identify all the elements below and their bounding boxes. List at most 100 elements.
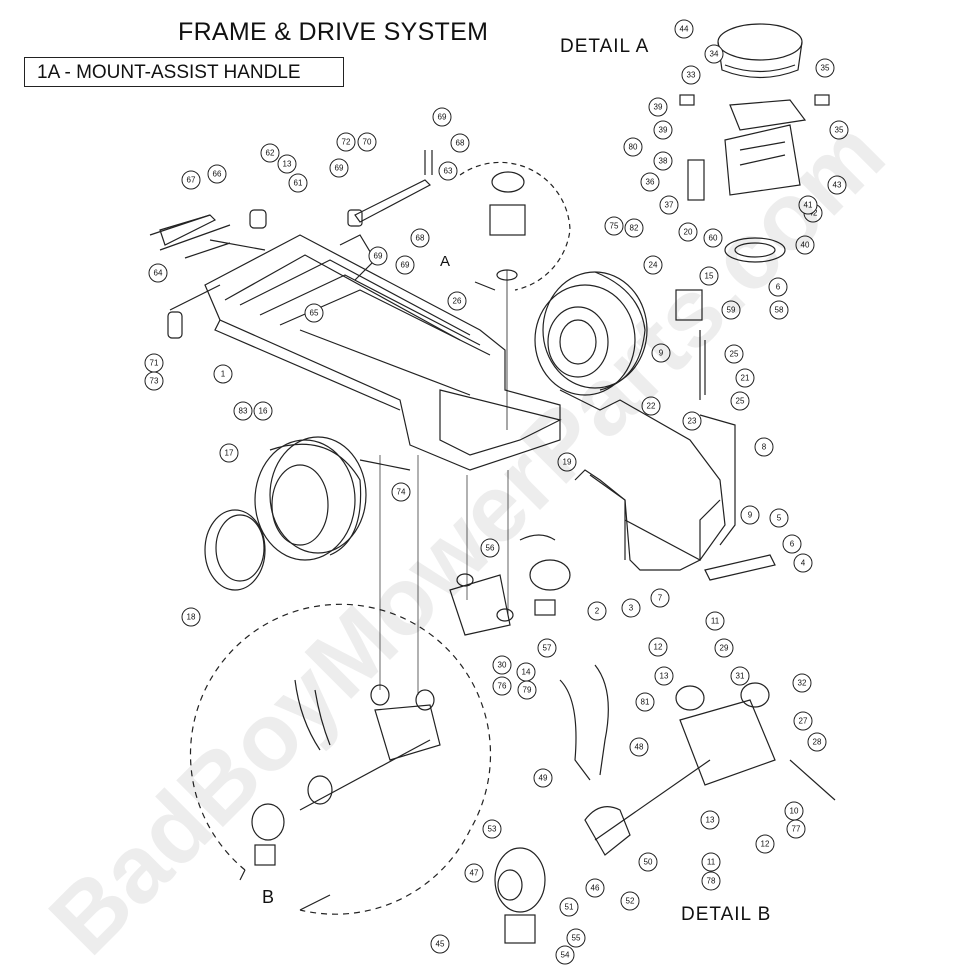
callout-circle (623, 137, 643, 157)
callout-4: 4 (793, 553, 813, 573)
callout-number: 79 (523, 686, 532, 695)
callout-circle (769, 508, 789, 528)
mount-assist-handle (249, 150, 433, 229)
callout-73: 73 (144, 371, 164, 391)
callout-22: 22 (641, 396, 661, 416)
callout-number: 55 (572, 934, 581, 943)
callout-68: 68 (450, 133, 470, 153)
callout-28: 28 (807, 732, 827, 752)
detail-a-label: DETAIL A (560, 36, 650, 57)
callout-number: 74 (397, 488, 406, 497)
callout-circle (730, 391, 750, 411)
callout-number: 9 (748, 511, 753, 520)
callout-8: 8 (754, 437, 774, 457)
callout-circle (782, 534, 802, 554)
callout-circle (629, 737, 649, 757)
detail-b-label: DETAIL B (681, 904, 772, 925)
callout-circle (640, 172, 660, 192)
callout-25: 25 (724, 344, 744, 364)
callout-11: 11 (701, 852, 721, 872)
callout-number: 69 (374, 252, 383, 261)
detail-a-inset (459, 161, 571, 430)
callout-number: 31 (736, 672, 745, 681)
callout-number: 28 (813, 738, 822, 747)
callout-49: 49 (533, 768, 553, 788)
callout-circle (792, 673, 812, 693)
callout-number: 4 (801, 559, 806, 568)
callout-circle (233, 401, 253, 421)
callout-number: 36 (646, 178, 655, 187)
callout-number: 59 (727, 306, 736, 315)
main-frame (149, 214, 562, 471)
callout-circle (464, 863, 484, 883)
callout-circle (674, 19, 694, 39)
callout-circle (395, 255, 415, 275)
callout-number: 58 (775, 306, 784, 315)
callout-circle (724, 344, 744, 364)
callout-circle (624, 218, 644, 238)
callout-67: 67 (181, 170, 201, 190)
callout-number: 45 (436, 940, 445, 949)
callout-circle (740, 505, 760, 525)
callout-circle (410, 228, 430, 248)
callout-40: 40 (795, 235, 815, 255)
callout-number: 49 (539, 774, 548, 783)
callout-number: 44 (680, 25, 689, 34)
callout-circle (769, 300, 789, 320)
callout-7: 7 (650, 588, 670, 608)
callout-circle (643, 255, 663, 275)
callout-number: 6 (776, 283, 781, 292)
callout-circle (701, 871, 721, 891)
callout-54: 54 (555, 945, 575, 965)
callout-56: 56 (480, 538, 500, 558)
callout-53: 53 (482, 819, 502, 839)
callout-39: 39 (648, 97, 668, 117)
callout-circle (480, 538, 500, 558)
callout-82: 82 (624, 218, 644, 238)
callout-61: 61 (288, 173, 308, 193)
callout-circle (651, 343, 671, 363)
callout-19: 19 (557, 452, 577, 472)
callout-number: 17 (225, 449, 234, 458)
callout-circle (635, 692, 655, 712)
callout-circle (447, 291, 467, 311)
callout-number: 9 (659, 349, 664, 358)
right-rear-wheel (534, 271, 648, 396)
callout-number: 57 (543, 644, 552, 653)
callout-circle (700, 810, 720, 830)
callout-circle (391, 482, 411, 502)
callout-number: 2 (595, 607, 600, 616)
callout-circle (768, 277, 788, 297)
callout-circle (701, 852, 721, 872)
callout-number: 41 (804, 201, 813, 210)
callout-36: 36 (640, 172, 660, 192)
callout-circle (277, 154, 297, 174)
callout-number: 39 (659, 126, 668, 135)
callout-circle (304, 303, 324, 323)
callout-number: 25 (736, 397, 745, 406)
callout-circle (682, 411, 702, 431)
callout-circle (213, 364, 233, 384)
callout-78: 78 (701, 871, 721, 891)
callout-circle (650, 588, 670, 608)
callout-circle (795, 235, 815, 255)
callout-circle (721, 300, 741, 320)
detail-a-transaxle (679, 23, 830, 263)
callout-65: 65 (304, 303, 324, 323)
callout-83: 83 (233, 401, 253, 421)
callout-number: 53 (488, 825, 497, 834)
callout-circle (807, 732, 827, 752)
callout-number: 39 (654, 103, 663, 112)
callout-23: 23 (682, 411, 702, 431)
callout-number: 48 (635, 743, 644, 752)
callout-31: 31 (730, 666, 750, 686)
callout-number: 60 (709, 234, 718, 243)
callout-circle (827, 175, 847, 195)
callout-circle (798, 195, 818, 215)
callout-79: 79 (517, 680, 537, 700)
callout-circle (654, 666, 674, 686)
callout-number: 70 (363, 138, 372, 147)
callout-number: 12 (654, 643, 663, 652)
callout-50: 50 (638, 852, 658, 872)
rear-body (559, 289, 776, 581)
